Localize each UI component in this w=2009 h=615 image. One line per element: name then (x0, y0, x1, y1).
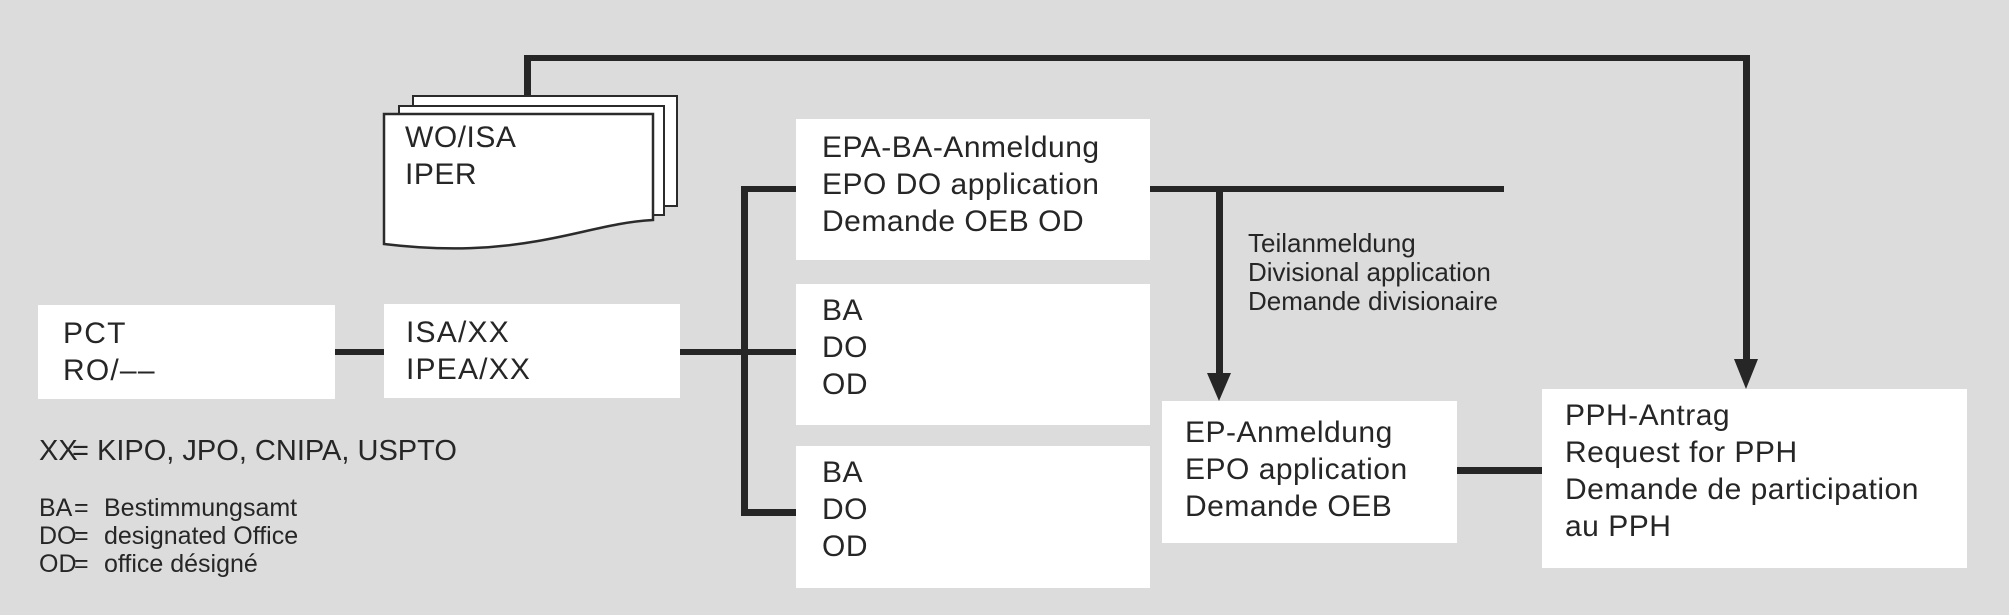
ba2-line-3: OD (822, 530, 868, 563)
ba1-line-2: DO (822, 331, 868, 364)
arrowhead-down-into-ep (1207, 373, 1231, 401)
connector-trunk-to-ba2 (741, 509, 796, 516)
legend-row-od: OD = office désigné (39, 550, 298, 578)
pct-line-2: RO/–– (63, 354, 156, 387)
node-isa-ipea: ISA/XX IPEA/XX (384, 304, 680, 398)
legend-xx-def: KIPO, JPO, CNIPA, USPTO (97, 435, 457, 467)
connector-pct-to-isa (335, 349, 384, 355)
doc-line-2: IPER (405, 158, 478, 191)
connector-trunk-to-epa (741, 186, 796, 192)
arrowhead-down-into-pph (1734, 359, 1758, 389)
ep-line-3: Demande OEB (1185, 490, 1393, 523)
connector-branch-trunk-vertical (741, 186, 748, 516)
pph-line-1: PPH-Antrag (1565, 399, 1731, 432)
connector-top-right-vertical (1743, 55, 1750, 363)
node-ba-do-od-1: BA DO OD (796, 284, 1150, 425)
document-stack-label: WO/ISA IPER (405, 119, 516, 193)
legend-do-abbr: DO (39, 522, 77, 550)
connector-doc-to-topline-vertical (524, 55, 531, 98)
pph-line-2: Request for PPH (1565, 436, 1798, 469)
divisional-line-2: Divisional application (1248, 257, 1491, 287)
ba2-line-2: DO (822, 493, 868, 526)
node-ep-application: EP-Anmeldung EPO application Demande OEB (1162, 401, 1457, 543)
ep-line-1: EP-Anmeldung (1185, 416, 1393, 449)
legend-xx-abbr: XX (39, 435, 78, 467)
epa-line-3: Demande OEB OD (822, 205, 1085, 238)
ba1-line-3: OD (822, 368, 868, 401)
epa-line-1: EPA-BA-Anmeldung (822, 131, 1100, 164)
isa-line-2: IPEA/XX (406, 353, 532, 386)
connector-isa-to-ba1 (680, 349, 796, 355)
legend-ba-abbr: BA (39, 494, 73, 522)
node-pct-ro: PCT RO/–– (38, 305, 335, 399)
divisional-application-annotation: Teilanmeldung Divisional application Dem… (1248, 229, 1498, 316)
node-ba-do-od-2: BA DO OD (796, 446, 1150, 588)
legend-od-def: office désigné (104, 550, 258, 578)
node-pph-request: PPH-Antrag Request for PPH Demande de pa… (1542, 389, 1967, 568)
legend-ba-equals: = (74, 494, 89, 522)
pph-line-3: Demande de participation (1565, 473, 1919, 506)
pph-line-4: au PPH (1565, 510, 1672, 543)
pct-line-1: PCT (63, 317, 127, 350)
legend-ba-def: Bestimmungsamt (104, 494, 298, 522)
node-epa-ba-application: EPA-BA-Anmeldung EPO DO application Dema… (796, 119, 1150, 260)
connector-ep-to-pph (1457, 467, 1542, 474)
legend-do-def: designated Office (104, 522, 299, 550)
legend-row-ba: BA = Bestimmungsamt (39, 494, 298, 522)
legend-xx-definition: XX = KIPO, JPO, CNIPA, USPTO (39, 435, 457, 467)
connector-epa-rightward (1150, 186, 1504, 192)
legend-do-equals: = (74, 522, 89, 550)
divisional-line-3: Demande divisionaire (1248, 286, 1499, 316)
connector-divisional-vertical (1216, 186, 1223, 374)
ep-line-2: EPO application (1185, 453, 1408, 486)
divisional-line-1: Teilanmeldung (1248, 228, 1416, 258)
legend-xx-equals: = (72, 435, 89, 467)
connector-top-horizontal (525, 55, 1750, 61)
ba2-line-1: BA (822, 456, 864, 489)
legend-row-do: DO = designated Office (39, 522, 298, 550)
legend-od-abbr: OD (39, 550, 77, 578)
ba1-line-1: BA (822, 294, 864, 327)
epa-line-2: EPO DO application (822, 168, 1100, 201)
isa-line-1: ISA/XX (406, 316, 510, 349)
document-stack-front-page-icon (382, 112, 655, 250)
doc-line-1: WO/ISA (405, 121, 517, 154)
legend-od-equals: = (74, 550, 89, 578)
legend-abbreviations: BA = Bestimmungsamt DO = designated Offi… (39, 494, 298, 578)
